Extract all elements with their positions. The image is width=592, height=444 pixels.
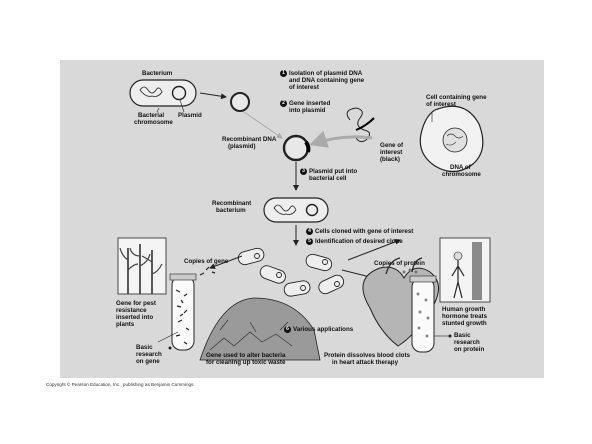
label-pest-3: inserted into xyxy=(116,314,154,321)
label-basic-protein-2: research xyxy=(454,339,480,346)
step-1-line-1: Isolation of plasmid DNA xyxy=(289,70,363,77)
recombinant-plasmid xyxy=(282,134,311,162)
label-basic-gene-2: research xyxy=(136,351,162,358)
label-basic-gene-3: on gene xyxy=(136,358,160,365)
label-bacterial-chromosome-1: Bacterial xyxy=(138,112,165,119)
step-2-number: 2 xyxy=(280,100,287,107)
label-pest-4: plants xyxy=(116,321,135,328)
label-dna-chromosome-2: chromosome xyxy=(442,171,481,178)
label-cell-gene-1: Cell containing gene xyxy=(426,94,487,101)
label-toxic-2: for cleaning up toxic waste xyxy=(206,359,286,366)
step-5-line-1: Identification of desired clone xyxy=(315,238,403,245)
label-dna-chromosome-1: DNA of xyxy=(450,164,471,171)
step-5-number: 5 xyxy=(306,238,313,245)
bacterium-cell xyxy=(129,79,197,107)
label-recombinant-dna-2: (plasmid) xyxy=(228,143,256,150)
label-recombinant-bacterium-1: Recombinant xyxy=(212,200,252,207)
arrow-isolation xyxy=(199,92,227,100)
label-basic-protein-1: Basic xyxy=(454,332,471,339)
label-basic-protein-3: on protein xyxy=(454,346,485,353)
diagram-artwork xyxy=(117,79,491,361)
label-heart-1: Protein dissolves blood clots xyxy=(324,352,410,359)
step-2-line-1: Gene inserted xyxy=(289,100,331,107)
recombinant-bacterium xyxy=(263,197,329,223)
label-hgh-1: Human growth xyxy=(442,306,486,313)
donor-cell xyxy=(419,105,484,173)
gene-test-tube xyxy=(169,273,197,351)
human-growth-illustration xyxy=(439,237,491,303)
gene-of-interest-strand xyxy=(346,107,370,143)
label-recombinant-dna-1: Recombinant DNA xyxy=(222,136,277,143)
label-pest-2: resistance xyxy=(116,307,147,314)
step-1-number: 1 xyxy=(280,70,287,77)
gene-cloning-figure: Bacterium Bacterial chromosome Plasmid 1… xyxy=(60,60,544,378)
step-1-line-2: and DNA containing gene xyxy=(289,77,365,84)
step-4-number: 4 xyxy=(306,228,313,235)
label-hgh-2: hormone treats xyxy=(442,313,488,320)
label-pest-1: Gene for pest xyxy=(116,300,156,307)
label-bacterial-chromosome-2: chromosome xyxy=(134,119,173,126)
label-toxic-1: Gene used to alter bacteria xyxy=(206,352,286,359)
protein-dots xyxy=(402,268,418,274)
step-2-line-2: into plasmid xyxy=(289,107,326,114)
copyright-text: Copyright © Pearson Education, Inc., pub… xyxy=(46,382,195,387)
toxic-waste-illustration xyxy=(199,297,321,361)
label-heart-2: in heart attack therapy xyxy=(332,359,399,366)
label-copies-protein: Copies of protein xyxy=(374,260,425,267)
plants-illustration xyxy=(117,237,167,295)
label-bacterium: Bacterium xyxy=(142,70,173,77)
label-plasmid: Plasmid xyxy=(178,112,202,119)
step-3-number: 3 xyxy=(300,168,307,175)
label-gene-interest-1: Gene of xyxy=(380,142,404,149)
label-hgh-3: stunted growth xyxy=(442,320,487,327)
step-3-line-2: bacterial cell xyxy=(309,175,347,182)
label-recombinant-bacterium-2: bacterium xyxy=(216,207,246,214)
step-4-line-1: Cells cloned with gene of interest xyxy=(315,228,414,235)
label-gene-interest-2: interest xyxy=(380,149,403,156)
protein-test-tube xyxy=(409,275,437,353)
label-copies-gene: Copies of gene xyxy=(184,258,229,265)
cloned-bacteria xyxy=(237,247,345,297)
step-6-line-1: Various applications xyxy=(293,326,354,333)
step-3-line-1: Plasmid put into xyxy=(309,168,358,175)
label-gene-interest-3: (black) xyxy=(380,156,400,163)
label-basic-gene-1: Basic xyxy=(136,344,153,351)
label-cell-gene-2: of interest xyxy=(426,101,456,108)
step-1-line-3: of interest xyxy=(289,84,319,91)
step-6-number: 6 xyxy=(284,326,291,333)
isolated-plasmid xyxy=(230,92,250,112)
